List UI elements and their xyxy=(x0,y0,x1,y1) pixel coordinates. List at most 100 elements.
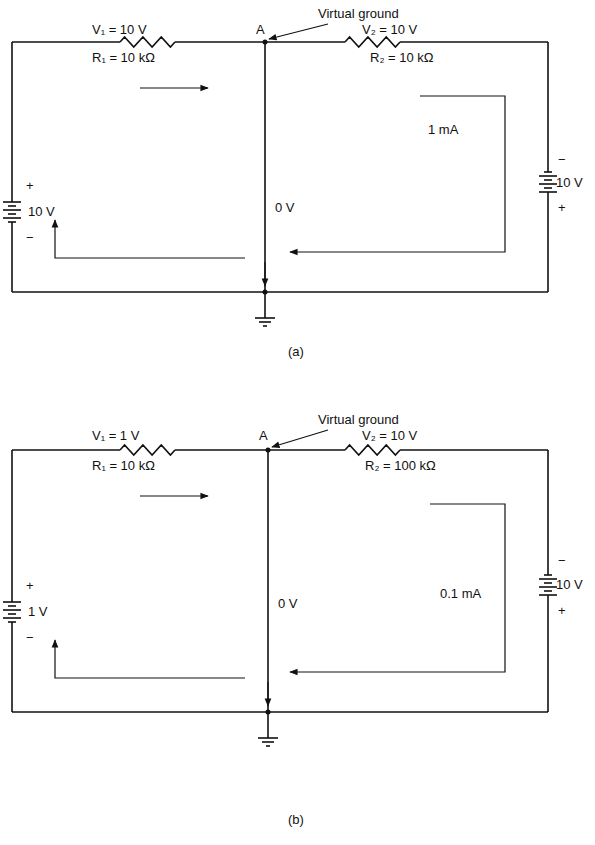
current-arrow xyxy=(140,495,208,496)
resistor-label: R₂ = 10 kΩ xyxy=(370,50,434,65)
battery-voltage: 10 V xyxy=(556,577,583,592)
current-arrow xyxy=(267,682,268,706)
current-arrow xyxy=(290,96,505,252)
resistor-symbol xyxy=(345,37,400,47)
resistor-symbol xyxy=(120,445,175,455)
polarity-sign: − xyxy=(26,230,34,245)
wire xyxy=(11,42,13,202)
battery-plate xyxy=(3,209,21,211)
battery-voltage: 10 V xyxy=(28,204,55,219)
wire xyxy=(12,449,120,451)
wire xyxy=(400,449,548,451)
battery-plate xyxy=(544,574,552,576)
voltage-label: V₂ = 10 V xyxy=(362,22,417,37)
polarity-sign: − xyxy=(558,152,566,167)
current-arrow xyxy=(55,640,245,678)
polarity-sign: + xyxy=(558,200,566,215)
resistor-label: R₁ = 10 kΩ xyxy=(92,458,155,473)
battery-plate xyxy=(8,213,16,215)
voltage-label: V₁ = 1 V xyxy=(92,428,139,443)
leader-line xyxy=(272,430,328,447)
battery-plate xyxy=(8,205,16,207)
battery-plate xyxy=(3,201,21,203)
polarity-sign: − xyxy=(26,630,34,645)
battery-plate xyxy=(539,175,557,177)
wire xyxy=(11,450,13,602)
battery-plate xyxy=(8,621,16,623)
ground-symbol xyxy=(258,737,278,739)
wire xyxy=(12,291,548,293)
wire xyxy=(547,595,549,712)
figure-label: (a) xyxy=(288,344,304,359)
wire xyxy=(175,41,345,43)
wire xyxy=(547,42,549,172)
junction-dot xyxy=(266,448,271,453)
polarity-sign: + xyxy=(558,603,566,618)
current-arrow xyxy=(140,87,208,88)
current-arrow xyxy=(55,220,245,258)
current-label: 0.1 mA xyxy=(440,586,481,601)
resistor-label: R₁ = 10 kΩ xyxy=(92,50,155,65)
current-arrow xyxy=(290,504,505,672)
figure-label: (b) xyxy=(288,812,304,827)
battery-plate xyxy=(539,586,557,588)
resistor-symbol xyxy=(345,445,400,455)
circuit xyxy=(3,430,557,746)
wire xyxy=(400,41,548,43)
ground-symbol xyxy=(259,321,271,323)
battery-plate xyxy=(3,217,21,219)
wire xyxy=(11,622,13,712)
wire xyxy=(264,42,266,292)
battery-plate xyxy=(544,187,552,189)
battery-plate xyxy=(539,594,557,596)
ground-symbol xyxy=(262,741,274,743)
leader-line xyxy=(269,24,328,39)
current-arrow xyxy=(264,262,265,286)
battery-plate xyxy=(8,605,16,607)
current-label: 1 mA xyxy=(428,122,458,137)
wire xyxy=(12,711,548,713)
polarity-sign: + xyxy=(26,178,34,193)
battery-plate xyxy=(539,183,557,185)
wire xyxy=(267,450,269,712)
junction-dot xyxy=(263,40,268,45)
battery-plate xyxy=(8,221,16,223)
circuit xyxy=(3,24,557,326)
resistor-symbol xyxy=(120,37,175,47)
battery-plate xyxy=(3,609,21,611)
wire xyxy=(12,41,120,43)
callout-label: Virtual ground xyxy=(318,412,399,427)
battery-plate xyxy=(544,582,552,584)
battery-plate xyxy=(539,191,557,193)
wire xyxy=(11,222,13,292)
polarity-sign: − xyxy=(558,553,566,568)
ground-symbol xyxy=(266,745,270,747)
ground-wire xyxy=(264,292,266,318)
ground-wire xyxy=(267,712,269,738)
node-label: A xyxy=(259,428,268,443)
battery-plate xyxy=(544,590,552,592)
wire xyxy=(547,450,549,575)
voltage-label: 0 V xyxy=(275,200,295,215)
ground-symbol xyxy=(263,325,267,327)
resistor-label: R₂ = 100 kΩ xyxy=(365,458,436,473)
battery-plate xyxy=(3,617,21,619)
callout-label: Virtual ground xyxy=(318,6,399,21)
wire xyxy=(175,449,345,451)
battery-plate xyxy=(8,613,16,615)
ground-symbol xyxy=(255,317,275,319)
battery-voltage: 1 V xyxy=(28,604,48,619)
wire xyxy=(547,192,549,292)
voltage-label: V₂ = 10 V xyxy=(362,428,417,443)
voltage-label: V₁ = 10 V xyxy=(92,22,147,37)
battery-voltage: 10 V xyxy=(556,175,583,190)
polarity-sign: + xyxy=(26,578,34,593)
battery-plate xyxy=(544,171,552,173)
battery-plate xyxy=(539,578,557,580)
battery-plate xyxy=(3,601,21,603)
node-label: A xyxy=(256,22,265,37)
battery-plate xyxy=(544,179,552,181)
voltage-label: 0 V xyxy=(278,596,298,611)
